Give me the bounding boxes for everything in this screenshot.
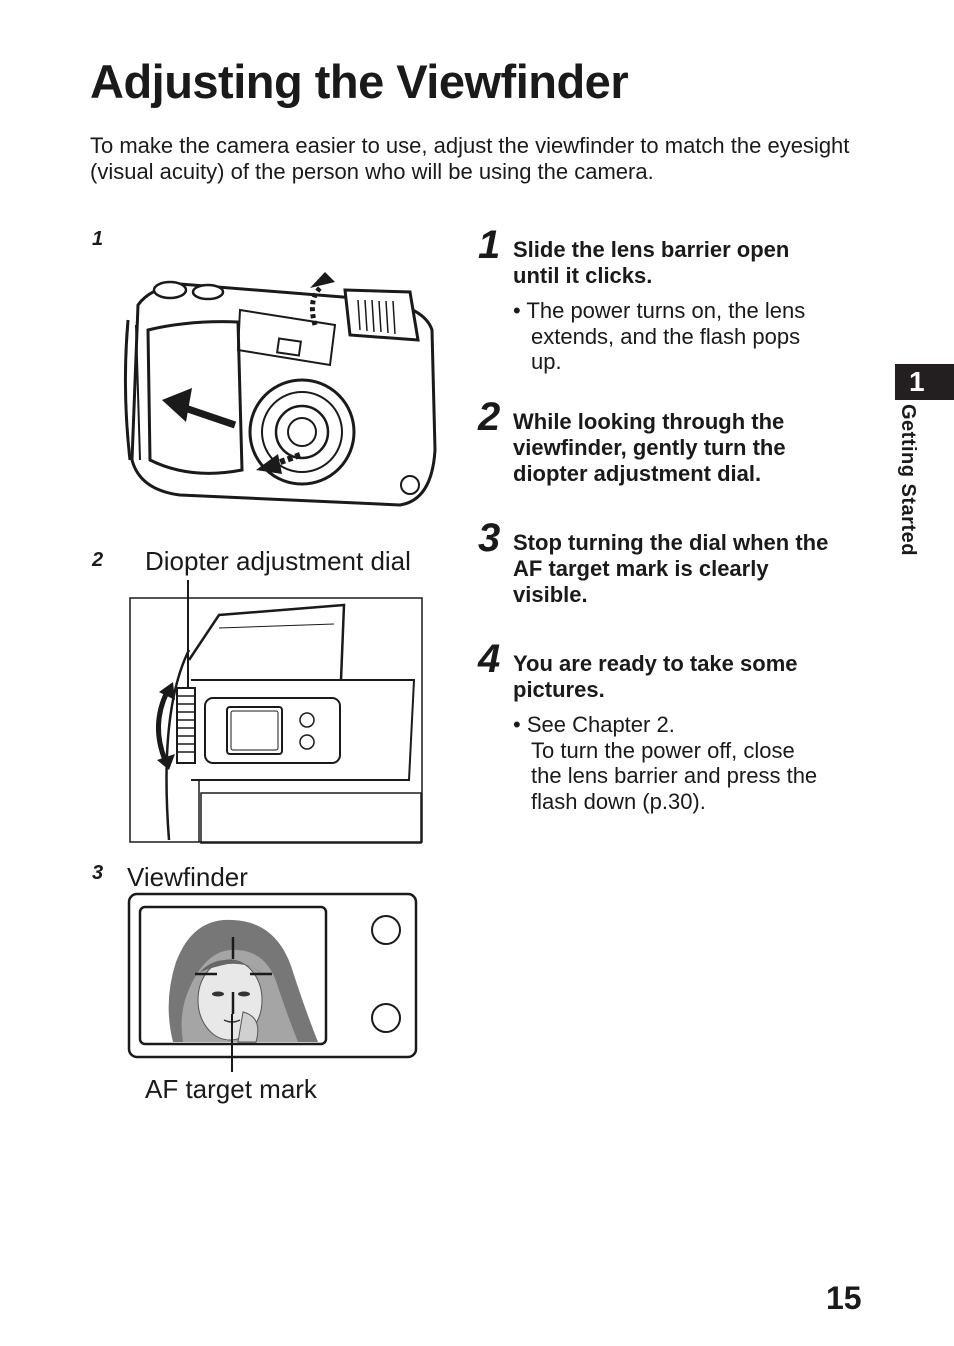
lens-extend-arrow-icon [256, 452, 302, 474]
indicator-lamp-icon [371, 1003, 401, 1033]
page-title: Adjusting the Viewfinder [90, 55, 629, 108]
flash-up-arrow-icon [309, 272, 335, 326]
diopter-dial-label: Diopter adjustment dial [145, 546, 411, 576]
chapter-tab: 1 [895, 364, 954, 400]
indicator-lamp-icon [371, 915, 401, 945]
intro-paragraph: To make the camera easier to use, adjust… [90, 133, 850, 184]
figure-3-number: 3 [92, 862, 104, 884]
page-number: 15 [826, 1280, 862, 1316]
diopter-dial-illustration [129, 580, 423, 844]
viewfinder-illustration [127, 892, 418, 1072]
step-3-number: 3 [478, 516, 501, 560]
figure-2-number: 2 [92, 549, 104, 571]
step-4-number: 4 [478, 637, 501, 681]
lens-barrier [146, 320, 244, 475]
figure-1-number: 1 [92, 228, 104, 250]
viewfinder-label: Viewfinder [127, 862, 248, 892]
shutter-button-icon [152, 280, 188, 300]
slide-left-arrow-icon [162, 388, 237, 429]
chapter-title: Getting Started [897, 404, 919, 556]
camera-illustration [123, 272, 437, 507]
flash-unit [343, 288, 420, 342]
step-1-number: 1 [478, 223, 501, 267]
diopter-dial-icon [176, 687, 196, 764]
af-target-mark-icon [195, 937, 272, 1014]
step-2-number: 2 [478, 395, 501, 439]
dial-turn-arrow-icon [155, 682, 175, 770]
step-4-note: • See Chapter 2.To turn the power off, c… [513, 712, 818, 814]
af-target-mark-label: AF target mark [145, 1074, 317, 1104]
